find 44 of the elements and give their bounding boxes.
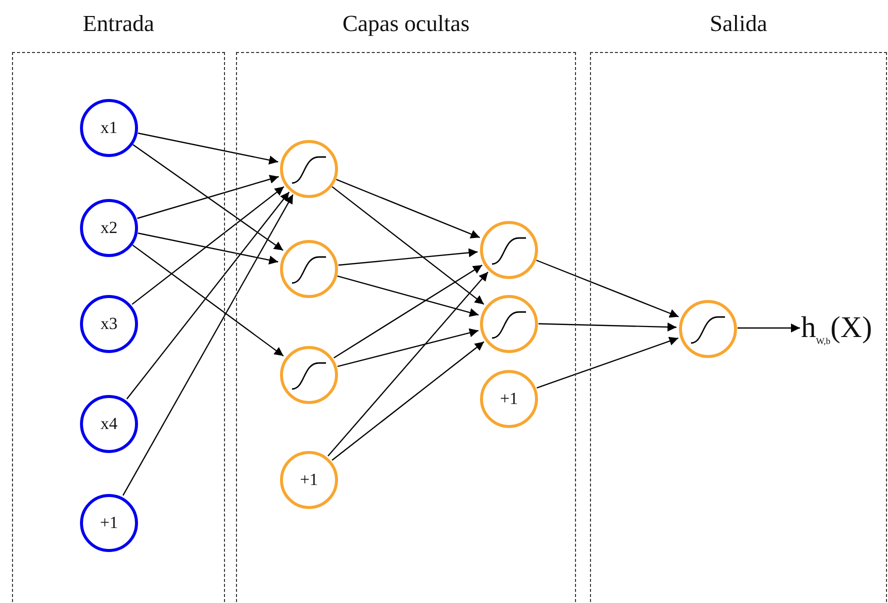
layer-heading: Capas ocultas	[341, 11, 471, 37]
node-label: +1	[500, 389, 518, 409]
arrow	[337, 328, 479, 368]
node-label: x2	[100, 218, 118, 238]
neuron-circle	[80, 199, 138, 257]
arrow	[328, 272, 488, 456]
node-label: x1	[100, 118, 118, 138]
arrow	[138, 232, 278, 264]
arrow	[126, 192, 290, 400]
arrow	[137, 174, 279, 219]
neuron-circle	[80, 99, 138, 157]
neuron-circle	[280, 451, 338, 509]
neuron-circle	[280, 346, 338, 404]
neuron-circle	[480, 295, 538, 353]
neuron-circle	[80, 295, 138, 353]
neuron-circle	[80, 494, 138, 552]
arrow	[138, 132, 278, 164]
arrow	[132, 186, 284, 305]
arrow	[334, 264, 482, 358]
neuron-circle	[679, 300, 737, 358]
node-label: +1	[100, 513, 118, 533]
arrow	[332, 341, 484, 461]
arrow	[536, 336, 678, 388]
arrow	[536, 260, 679, 318]
arrow	[337, 276, 479, 317]
arrow	[338, 248, 478, 266]
arrow	[538, 322, 677, 332]
node-label: x3	[100, 314, 118, 334]
neuron-circle	[480, 370, 538, 428]
layer-heading: Entrada	[82, 11, 156, 37]
arrow	[122, 194, 294, 496]
neuron-circle	[80, 395, 138, 453]
neuron-circle	[280, 140, 338, 198]
arrow	[132, 244, 284, 356]
neuron-circle	[480, 221, 538, 279]
arrow	[336, 178, 480, 238]
output-formula: h$_{W,b}$(X)	[801, 312, 872, 346]
neuron-circle	[280, 240, 338, 298]
layer-heading: Salida	[708, 11, 768, 37]
arrow	[132, 144, 284, 251]
node-label: +1	[300, 470, 318, 490]
arrow	[332, 186, 484, 305]
arrow	[738, 324, 800, 332]
node-label: x4	[100, 414, 118, 434]
